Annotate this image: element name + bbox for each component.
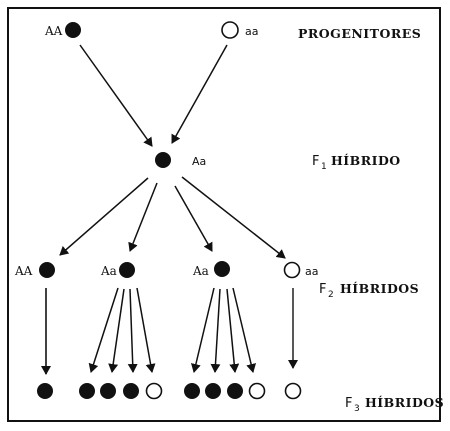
svg-text:HÍBRIDOS: HÍBRIDOS (365, 395, 444, 410)
arrow-f1-to-f2-2 (128, 182, 158, 252)
label-f3: F 3 HÍBRIDOS (345, 395, 444, 414)
arrow-parent-dominant-to-f1 (79, 44, 153, 147)
svg-text:aa: aa (245, 25, 258, 38)
f3-circle-3-4 (248, 382, 266, 400)
f1-individual: Aa (155, 152, 206, 168)
f3-circle-1-1 (37, 383, 53, 399)
arrow-f2-2-to-f3-2 (108, 288, 125, 373)
f3-circle-3-3 (227, 383, 243, 399)
f3-circle-3-2 (205, 383, 221, 399)
svg-text:3: 3 (354, 404, 360, 414)
f2-circle-3 (214, 261, 230, 277)
parent-recessive-circle (221, 21, 239, 39)
diagram-border (7, 7, 441, 422)
svg-text:AA: AA (14, 264, 33, 278)
svg-text:AA: AA (44, 24, 63, 38)
arrow-f2-2-to-f3-1 (88, 287, 119, 373)
svg-text:Aa: Aa (192, 155, 206, 168)
f2-individual-3: Aa (192, 261, 230, 278)
arrow-f2-3-to-f3-3 (226, 288, 240, 373)
svg-text:Aa: Aa (192, 264, 209, 278)
svg-text:HÍBRIDO: HÍBRIDO (331, 153, 401, 168)
f3-circle-2-3 (123, 383, 139, 399)
svg-text:HÍBRIDOS: HÍBRIDOS (340, 281, 419, 296)
parent-recessive: aa (221, 21, 258, 39)
arrow-f1-to-f2-4 (181, 176, 286, 259)
svg-text:2: 2 (328, 290, 334, 300)
arrow-parent-recessive-to-f1 (171, 44, 228, 144)
f2-individual-1: AA (14, 262, 55, 278)
f2-individual-2: Aa (100, 262, 135, 278)
f3-circle-3-1 (184, 383, 200, 399)
f3-circle-2-2 (100, 383, 116, 399)
f2-circle-1 (39, 262, 55, 278)
arrow-f2-3-to-f3-2 (210, 288, 221, 373)
arrow-f2-2-to-f3-3 (127, 288, 138, 373)
arrow-f2-3-to-f3-1 (190, 287, 215, 373)
arrow-f2-2-to-f3-4 (136, 287, 156, 373)
f3-circle-4-1 (284, 382, 302, 400)
label-progenitores: PROGENITORES (298, 26, 421, 41)
svg-text:F: F (319, 282, 326, 297)
svg-text:F: F (312, 154, 319, 169)
svg-text:1: 1 (321, 162, 327, 172)
f3-circle-2-1 (79, 383, 95, 399)
f1-circle (155, 152, 171, 168)
f2-individual-4: aa (283, 261, 318, 279)
label-f1: F 1 HÍBRIDO (312, 153, 401, 172)
f3-offspring (37, 382, 302, 400)
svg-text:aa: aa (305, 265, 318, 278)
svg-text:Aa: Aa (100, 264, 117, 278)
label-f2: F 2 HÍBRIDOS (319, 281, 419, 300)
arrow-f1-to-f2-1 (59, 177, 149, 256)
f3-circle-2-4 (145, 382, 163, 400)
f2-circle-2 (119, 262, 135, 278)
arrow-f1-to-f2-3 (174, 185, 213, 252)
svg-text:F: F (345, 396, 352, 411)
parent-dominant: AA (44, 22, 81, 38)
arrow-f2-3-to-f3-4 (232, 287, 257, 373)
f2-circle-4 (283, 261, 301, 279)
parent-dominant-circle (65, 22, 81, 38)
